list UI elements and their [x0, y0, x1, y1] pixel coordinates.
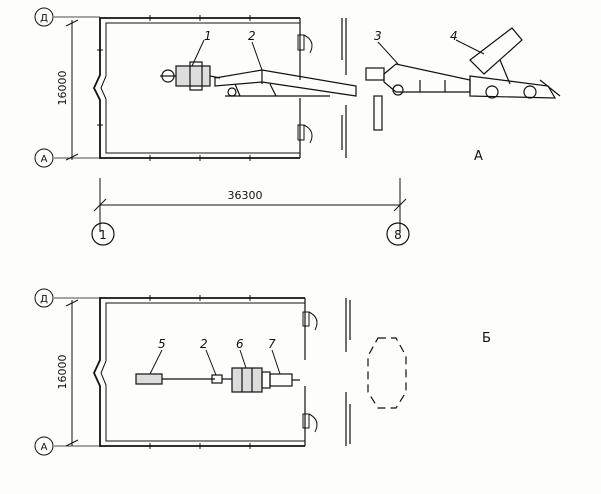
callout-5-label: 5: [158, 337, 166, 351]
callout-2-b: 2: [200, 337, 217, 376]
callout-7-label: 7: [268, 337, 276, 351]
grid-marker-1: [91, 222, 115, 246]
adjacent-structure-b: [345, 298, 351, 446]
adjacent-structure: [341, 18, 347, 158]
callout-4: 4: [450, 29, 485, 55]
equipment-3-transfer: [365, 63, 471, 131]
building-inner-wall: [100, 22, 300, 154]
dim-tick: [65, 153, 79, 161]
callout-3-label: 3: [374, 29, 382, 43]
grid-marker-8: [386, 222, 410, 246]
building-outer-wall-b: [93, 297, 305, 447]
view-label-b: Б: [482, 331, 491, 346]
plan-a: Д А 16000: [34, 7, 561, 246]
view-label-a: А: [474, 149, 483, 164]
callout-2: 2: [248, 29, 263, 71]
equipment-6-unit: [231, 367, 271, 393]
axis-label-bottom-b: А: [41, 442, 48, 453]
width-dimension-value: 16000: [56, 71, 69, 106]
equipment-4-truck: [469, 27, 561, 99]
door-symbols: [297, 34, 313, 144]
axis-marker-bottom: [34, 148, 54, 168]
axis-label-top: Д: [40, 13, 48, 24]
callout-2-b-label: 2: [200, 337, 208, 351]
building-outer-wall: [93, 17, 300, 159]
axis-label-top-b: Д: [40, 294, 48, 305]
axis-label-bottom: А: [41, 154, 48, 165]
callout-6: 6: [236, 337, 247, 369]
callout-2-label: 2: [248, 29, 256, 43]
axis-marker-top-b: [34, 288, 54, 308]
dim-tick: [393, 198, 407, 212]
equipment-2-conveyor-b: [211, 374, 232, 384]
wall-ticks: [97, 15, 251, 161]
equipment-7-unit: [269, 373, 300, 387]
building-inner-wall-b: [100, 302, 305, 442]
equipment-1-loader: [160, 61, 221, 91]
dim-tick: [65, 299, 79, 307]
callout-1-label: 1: [204, 29, 212, 43]
callout-5: 5: [149, 337, 166, 375]
axis-marker-top: [34, 7, 54, 27]
dim-tick: [65, 439, 79, 447]
outdoor-pad-outline: [367, 337, 407, 409]
plan-b: Д А 16000: [34, 288, 491, 456]
callout-6-label: 6: [236, 337, 244, 351]
width-dimension-value-b: 16000: [56, 355, 69, 390]
equipment-2-conveyor: [214, 69, 357, 97]
callout-3: 3: [374, 29, 399, 65]
wall-ticks-b: [149, 295, 251, 449]
door-symbols-b: [302, 311, 318, 433]
callout-4-label: 4: [450, 29, 458, 43]
grid-label-8: 8: [394, 228, 402, 242]
length-dimension-value: 36300: [228, 189, 263, 202]
dim-tick: [93, 198, 107, 212]
callout-1: 1: [191, 29, 212, 67]
grid-label-1: 1: [99, 228, 107, 242]
equipment-5-unit: [135, 373, 215, 385]
axis-marker-bottom-b: [34, 436, 54, 456]
dim-tick: [65, 19, 79, 27]
callout-7: 7: [268, 337, 281, 375]
